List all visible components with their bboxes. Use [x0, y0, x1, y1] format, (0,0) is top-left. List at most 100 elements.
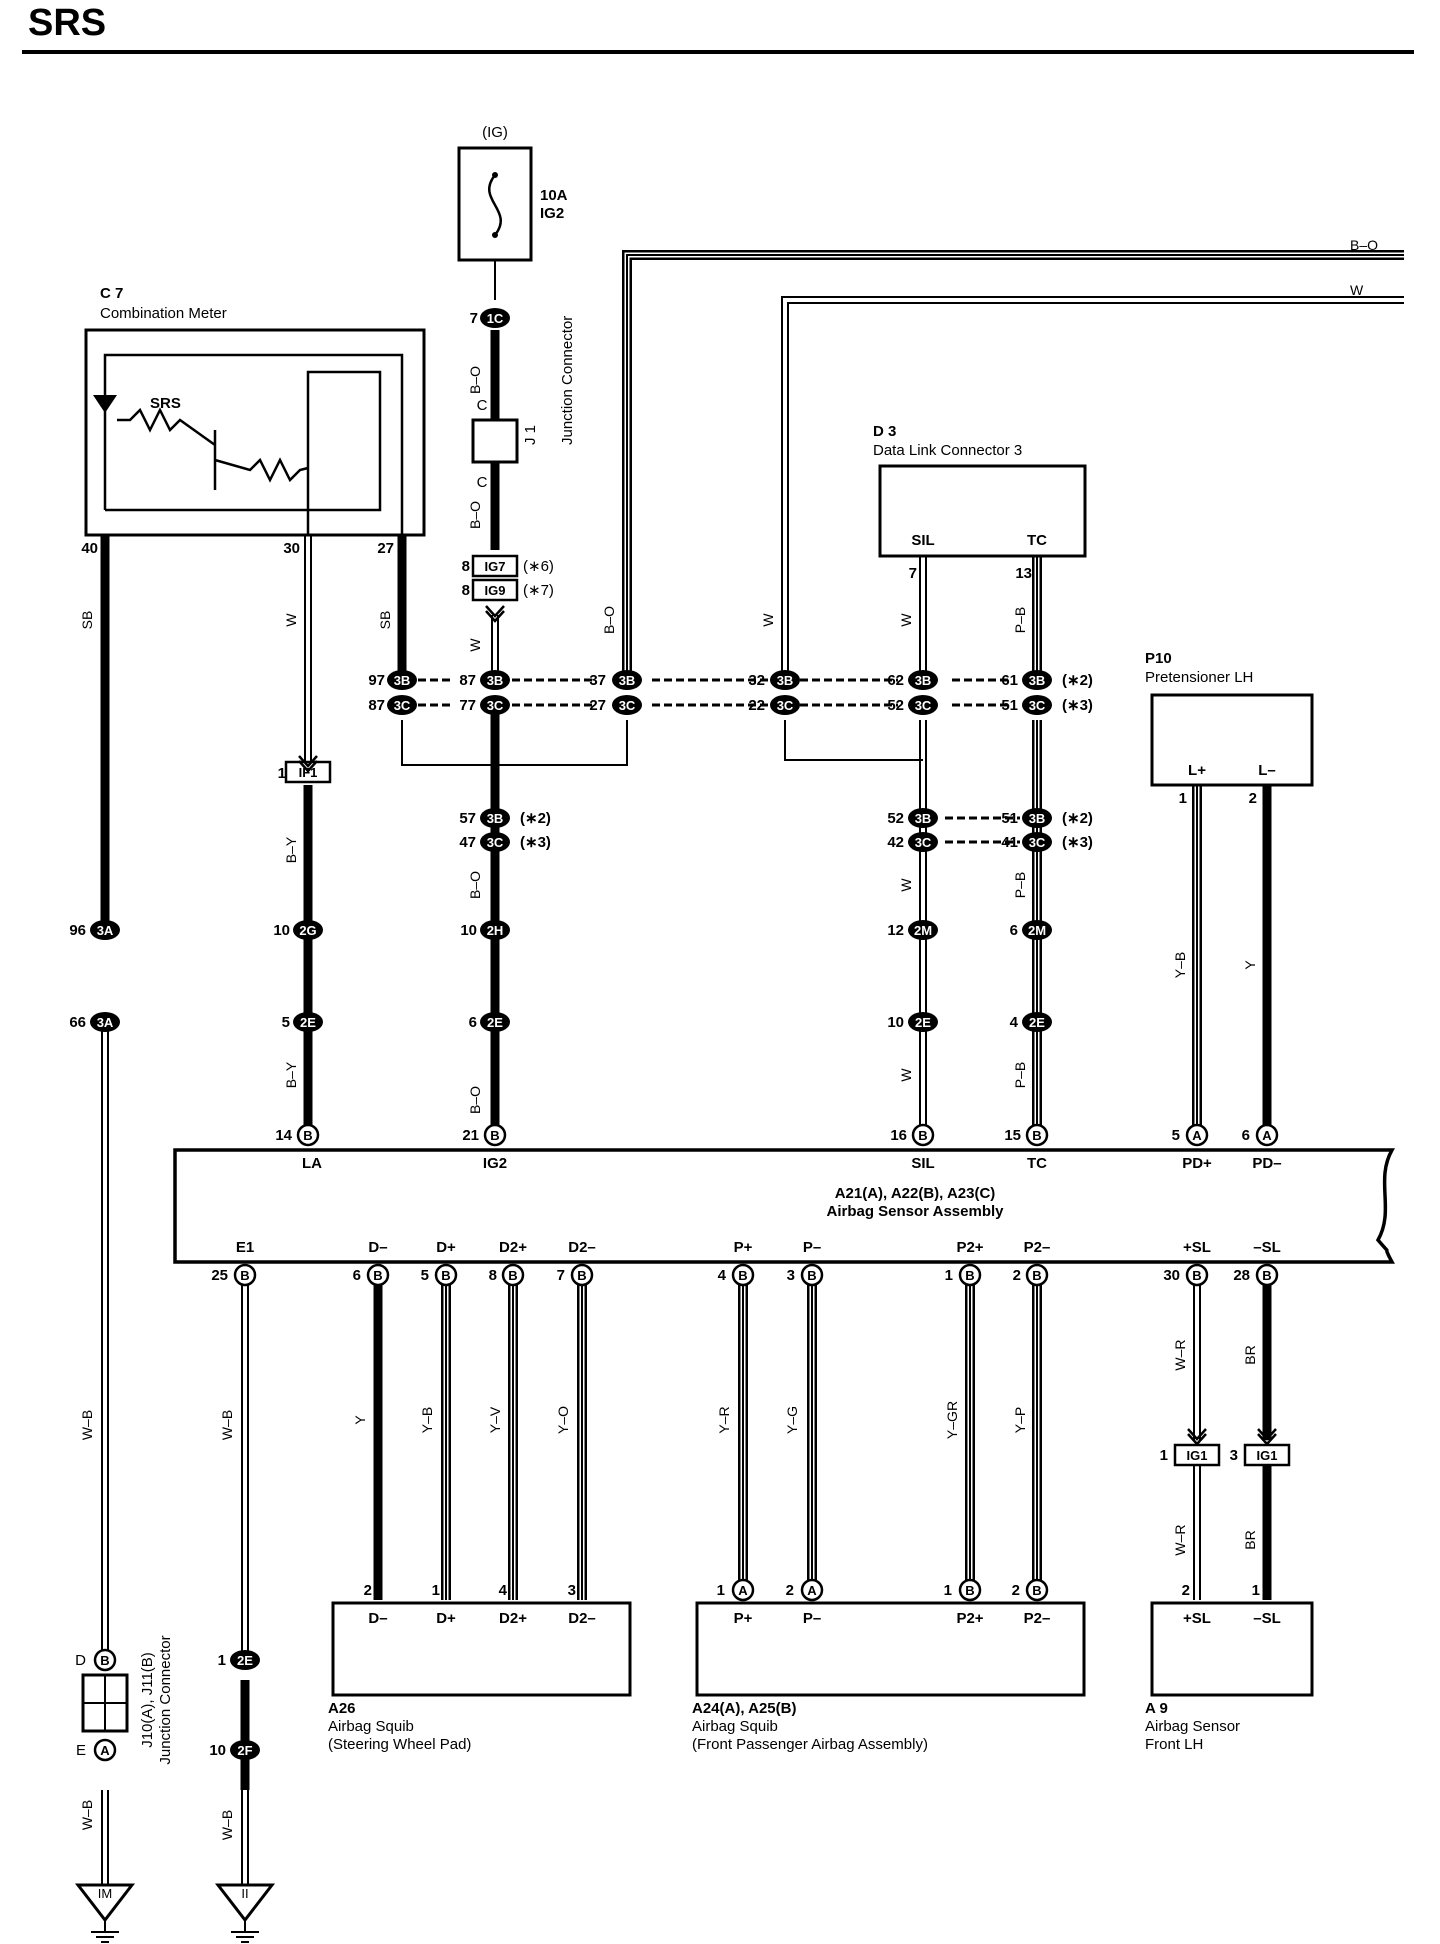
pin-circle: [501, 1263, 525, 1287]
wire-color-label: Y–R: [716, 1406, 732, 1433]
sensor-pin-top: TC: [1027, 1155, 1047, 1172]
sensor-pin-bottom: P–: [803, 1239, 821, 1256]
pin-number: 2: [1249, 790, 1257, 807]
pin-number: 8: [462, 582, 470, 599]
pin-number: 40: [81, 540, 98, 557]
pin-number: 28: [1233, 1267, 1250, 1284]
a9-name: Airbag Sensor: [1145, 1718, 1240, 1735]
j1-code: J 1: [522, 425, 539, 445]
a24-squib-box: [695, 1601, 1086, 1697]
note-label: (∗3): [520, 834, 551, 851]
p10-lplus: L+: [1188, 762, 1206, 779]
pin-circle-label: B: [373, 1268, 382, 1283]
j10-grid: [83, 1675, 127, 1731]
wire-color-label: SB: [377, 611, 393, 630]
a9-code: A 9: [1145, 1700, 1168, 1717]
pin-circle-label: A: [738, 1583, 748, 1598]
connector-oval: [480, 832, 510, 852]
squib-pin: P+: [734, 1610, 753, 1627]
pin-number: 47: [459, 834, 476, 851]
wire-color-label: Y: [352, 1415, 368, 1425]
wire-color-label: P–B: [1012, 607, 1028, 633]
squib-pin: –SL: [1253, 1610, 1281, 1627]
connector-oval: [908, 670, 938, 690]
connector-label: 3C: [915, 835, 932, 850]
pin-number: 2: [786, 1582, 794, 1599]
wire-color-label: BR: [1242, 1345, 1258, 1364]
pin-number: 3: [1230, 1447, 1238, 1464]
pin-number: 62: [887, 672, 904, 689]
connector-label: 3B: [487, 811, 504, 826]
fuse-terminal: [492, 172, 498, 178]
pin-circle-label: B: [1192, 1268, 1201, 1283]
sensor-pin-top: PD–: [1252, 1155, 1281, 1172]
sensor-pin-bottom: E1: [236, 1239, 254, 1256]
note-label: (∗6): [523, 558, 554, 575]
pin-circle-label: A: [100, 1743, 110, 1758]
j1-c-label: C: [477, 397, 488, 414]
connector-oval: [387, 670, 417, 690]
srs-lamp-label: SRS: [150, 395, 181, 412]
note-label: (∗3): [1062, 834, 1093, 851]
connector-oval: [770, 670, 800, 690]
p10-code: P10: [1145, 650, 1172, 667]
sensor-name: Airbag Sensor Assembly: [826, 1203, 1004, 1220]
sensor-pin-bottom: +SL: [1183, 1239, 1211, 1256]
wire-color-label: W: [898, 878, 914, 892]
pin-circle: [958, 1263, 982, 1287]
connector-oval: [908, 808, 938, 828]
connector-oval: [1022, 695, 1052, 715]
pin-number: 51: [1001, 697, 1018, 714]
pin-circle: [800, 1263, 824, 1287]
ground-symbol: [214, 1883, 276, 1923]
ground-symbol: [74, 1883, 136, 1923]
combination-meter-box: [84, 328, 426, 537]
page-title: SRS: [28, 2, 107, 44]
connector-label: 3C: [619, 698, 636, 713]
pin-number: 42: [887, 834, 904, 851]
pin-circle-label: B: [1032, 1268, 1041, 1283]
pin-number: 52: [887, 810, 904, 827]
wire-color-label: B–O: [1350, 237, 1378, 253]
sensor-pin-top: IG2: [483, 1155, 507, 1172]
connector-tag-label: IG1: [1257, 1448, 1278, 1463]
pin-circle-label: B: [490, 1128, 499, 1143]
pin-number: 10: [460, 922, 477, 939]
ground-lines: [231, 1920, 259, 1943]
pin-circle: [233, 1263, 257, 1287]
connector-label: 3C: [1029, 698, 1046, 713]
j1-connector-box: [471, 418, 519, 464]
connector-label: 3B: [394, 673, 411, 688]
connector-label: 3B: [915, 673, 932, 688]
wire-color-label: B–Y: [283, 836, 299, 863]
pin-number: 5: [1172, 1127, 1180, 1144]
shield-line-2: [945, 816, 1020, 844]
pin-circle: [911, 1123, 935, 1147]
pin-circle: [958, 1578, 982, 1602]
pin-circle-label: A: [807, 1583, 817, 1598]
connector-label: 2H: [487, 923, 504, 938]
pin-circle: [483, 1123, 507, 1147]
sensor-pin-bottom: P2–: [1024, 1239, 1051, 1256]
pin-number: 96: [69, 922, 86, 939]
pin-circle: [731, 1578, 755, 1602]
connector-oval: [480, 308, 510, 328]
pin-circle-label: B: [441, 1268, 450, 1283]
note-label: (∗2): [1062, 672, 1093, 689]
pin-number: 87: [368, 697, 385, 714]
squib-pin: P2–: [1024, 1610, 1051, 1627]
pin-number: 27: [589, 697, 606, 714]
sensor-pin-bottom: D2+: [499, 1239, 527, 1256]
pin-number: 30: [283, 540, 300, 557]
pin-circle-label: B: [1032, 1128, 1041, 1143]
title-rule: [22, 50, 1414, 54]
wire-color-label: W: [760, 613, 776, 627]
pin-number: 52: [887, 697, 904, 714]
connector-oval: [293, 920, 323, 940]
pin-number: 14: [275, 1127, 292, 1144]
pin-circle: [570, 1263, 594, 1287]
wire-color-label: W: [898, 1068, 914, 1082]
squib-pin: P2+: [956, 1610, 983, 1627]
c7-code: C 7: [100, 285, 123, 302]
j10-e-label: E: [76, 1742, 86, 1759]
